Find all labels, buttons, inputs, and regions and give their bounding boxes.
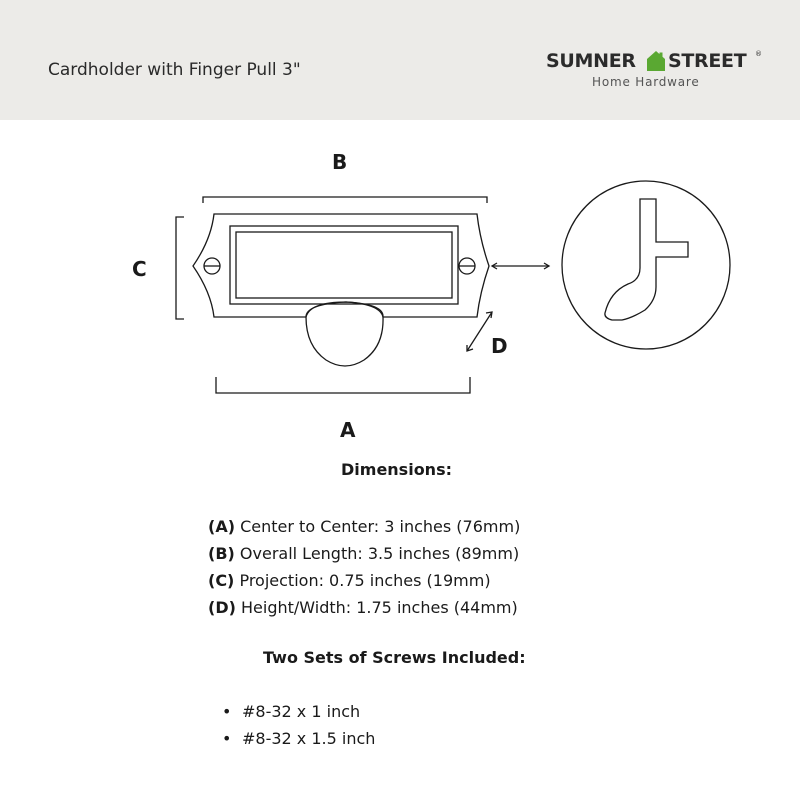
house-icon — [647, 51, 665, 71]
screw-text: #8-32 x 1 inch — [242, 702, 361, 721]
logo-word-left: SUMNER — [546, 50, 636, 72]
dimension-key: (D) — [208, 598, 236, 617]
label-a: A — [340, 418, 356, 442]
dimension-row: (C) Projection: 0.75 inches (19mm) — [208, 567, 520, 594]
logo-tagline: Home Hardware — [592, 75, 700, 89]
cardholder-window-outer — [229, 225, 459, 305]
product-title: Cardholder with Finger Pull 3" — [48, 60, 301, 80]
dimension-text: Height/Width: 1.75 inches (44mm) — [235, 598, 518, 617]
screw-text: #8-32 x 1.5 inch — [242, 729, 376, 748]
registered-mark: ® — [755, 50, 762, 58]
cardholder-plate — [192, 213, 490, 318]
dimension-text: Overall Length: 3.5 inches (89mm) — [234, 544, 520, 563]
dimension-key: (B) — [208, 544, 235, 563]
screws-list: • #8-32 x 1 inch • #8-32 x 1.5 inch — [222, 698, 375, 752]
side-profile-circle — [561, 180, 731, 350]
header-bar: Cardholder with Finger Pull 3" SUMNER ST… — [0, 0, 800, 120]
label-d: D — [491, 334, 508, 358]
bullet: • — [222, 702, 232, 721]
cardholder-window-inner — [235, 231, 453, 299]
list-item: • #8-32 x 1.5 inch — [222, 725, 375, 752]
dimension-c-line — [175, 216, 184, 320]
label-b: B — [332, 150, 348, 174]
dimensions-list: (A) Center to Center: 3 inches (76mm) (B… — [208, 513, 520, 621]
dimension-a-line — [215, 377, 471, 394]
finger-pull — [305, 301, 384, 367]
dimension-key: (C) — [208, 571, 235, 590]
dimension-row: (D) Height/Width: 1.75 inches (44mm) — [208, 594, 520, 621]
brand-logo: SUMNER STREET ® Home Hardware — [546, 50, 766, 96]
dimension-row: (A) Center to Center: 3 inches (76mm) — [208, 513, 520, 540]
side-profile-shape — [604, 198, 689, 321]
dimension-b-line — [202, 196, 488, 203]
bullet: • — [222, 729, 232, 748]
dimension-key: (A) — [208, 517, 236, 536]
dimension-text: Center to Center: 3 inches (76mm) — [235, 517, 521, 536]
dimension-row: (B) Overall Length: 3.5 inches (89mm) — [208, 540, 520, 567]
dimensions-heading: Dimensions: — [341, 460, 452, 479]
dimension-text: Projection: 0.75 inches (19mm) — [234, 571, 491, 590]
screws-heading: Two Sets of Screws Included: — [263, 648, 526, 667]
label-c: C — [132, 257, 147, 281]
logo-word-right: STREET — [668, 50, 747, 72]
cardholder-diagram — [175, 180, 731, 394]
dimension-d-line — [466, 311, 493, 352]
list-item: • #8-32 x 1 inch — [222, 698, 375, 725]
